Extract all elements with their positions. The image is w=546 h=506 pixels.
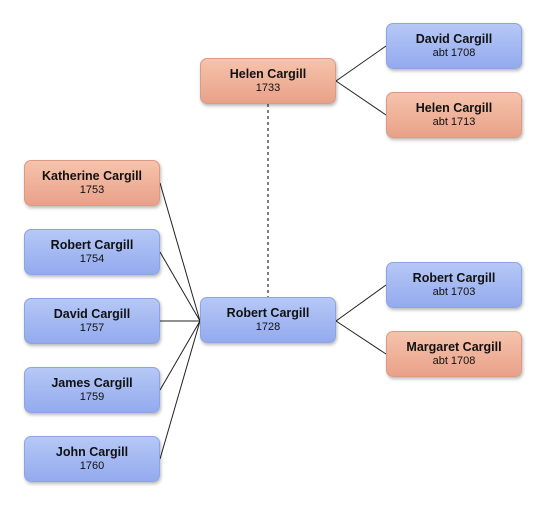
root-person-node[interactable]: Robert Cargill 1728 bbox=[200, 297, 336, 343]
person-name: Robert Cargill bbox=[226, 306, 310, 320]
person-name: John Cargill bbox=[55, 445, 129, 459]
child-node[interactable]: John Cargill 1760 bbox=[24, 436, 160, 482]
person-name: Helen Cargill bbox=[415, 101, 493, 115]
person-name: James Cargill bbox=[51, 376, 133, 390]
person-name: Robert Cargill bbox=[50, 238, 134, 252]
spouse-father-node[interactable]: David Cargill abt 1708 bbox=[386, 23, 522, 69]
child-node[interactable]: Katherine Cargill 1753 bbox=[24, 160, 160, 206]
mother-node[interactable]: Margaret Cargill abt 1708 bbox=[386, 331, 522, 377]
person-name: Robert Cargill bbox=[412, 271, 496, 285]
person-date: 1733 bbox=[255, 82, 281, 94]
person-date: 1728 bbox=[255, 321, 281, 333]
child-node[interactable]: David Cargill 1757 bbox=[24, 298, 160, 344]
connector-line bbox=[159, 182, 201, 322]
person-date: 1760 bbox=[79, 460, 105, 472]
connector-line bbox=[159, 251, 201, 322]
father-node[interactable]: Robert Cargill abt 1703 bbox=[386, 262, 522, 308]
person-date: 1753 bbox=[79, 184, 105, 196]
person-name: Katherine Cargill bbox=[41, 169, 143, 183]
child-node[interactable]: James Cargill 1759 bbox=[24, 367, 160, 413]
person-name: Margaret Cargill bbox=[406, 340, 502, 354]
person-name: David Cargill bbox=[415, 32, 493, 46]
connector-line bbox=[335, 284, 387, 322]
spouse-node[interactable]: Helen Cargill 1733 bbox=[200, 58, 336, 104]
person-name: David Cargill bbox=[53, 307, 131, 321]
spouse-mother-node[interactable]: Helen Cargill abt 1713 bbox=[386, 92, 522, 138]
person-date: abt 1708 bbox=[432, 47, 476, 59]
connector-line bbox=[335, 45, 387, 82]
person-date: abt 1703 bbox=[432, 286, 476, 298]
connector-line bbox=[159, 320, 201, 391]
connector-line bbox=[335, 320, 387, 355]
child-node[interactable]: Robert Cargill 1754 bbox=[24, 229, 160, 275]
person-date: abt 1708 bbox=[432, 355, 476, 367]
connector-line bbox=[159, 320, 201, 460]
person-date: 1757 bbox=[79, 322, 105, 334]
person-name: Helen Cargill bbox=[229, 67, 307, 81]
connector-line bbox=[335, 80, 387, 116]
person-date: abt 1713 bbox=[432, 116, 476, 128]
person-date: 1759 bbox=[79, 391, 105, 403]
person-date: 1754 bbox=[79, 253, 105, 265]
